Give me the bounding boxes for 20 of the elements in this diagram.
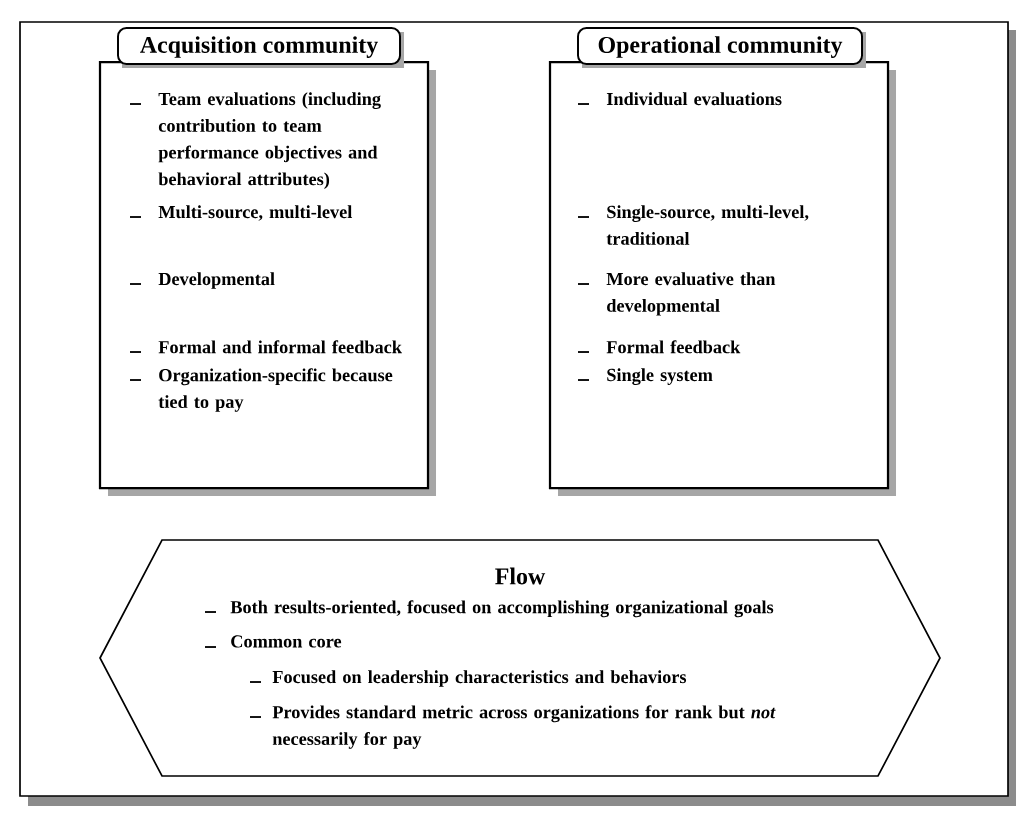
bullet-item: More evaluative than developmental [577, 272, 776, 316]
bullet-item: Both results-oriented, focused on accomplishing organizational goals [204, 600, 774, 618]
bullet-item: Formal and informal feedback [129, 340, 402, 354]
heading-tab: Acquisition community [117, 27, 404, 68]
bullet-item: Organization-specific because tied to pay [129, 368, 393, 412]
bullet-item: Common core [204, 635, 342, 648]
panel-box [548, 27, 896, 496]
bullet-item: Team evaluations (including contribution to team performance objectives and behavioral attributes) [129, 92, 381, 189]
bullet-item: Formal feedback [577, 340, 741, 354]
bullet-item: Provides standard metric across organizations for rank but not necessarily for pay [249, 705, 776, 749]
bullet-item: Individual evaluations [577, 92, 782, 106]
bullet-item: Single system [577, 368, 713, 385]
heading-tab: Operational community [577, 27, 866, 68]
bullet-item: Focused on leadership characteristics and behaviors [249, 670, 687, 687]
bullet-item: Multi-source, multi-level [129, 205, 353, 221]
bullet-item: Single-source, multi-level, traditional [577, 205, 809, 245]
panel-box [98, 27, 436, 496]
hexagon-box [99, 539, 941, 777]
heading: Flow [495, 567, 546, 585]
bullet-item: Developmental [129, 272, 275, 289]
